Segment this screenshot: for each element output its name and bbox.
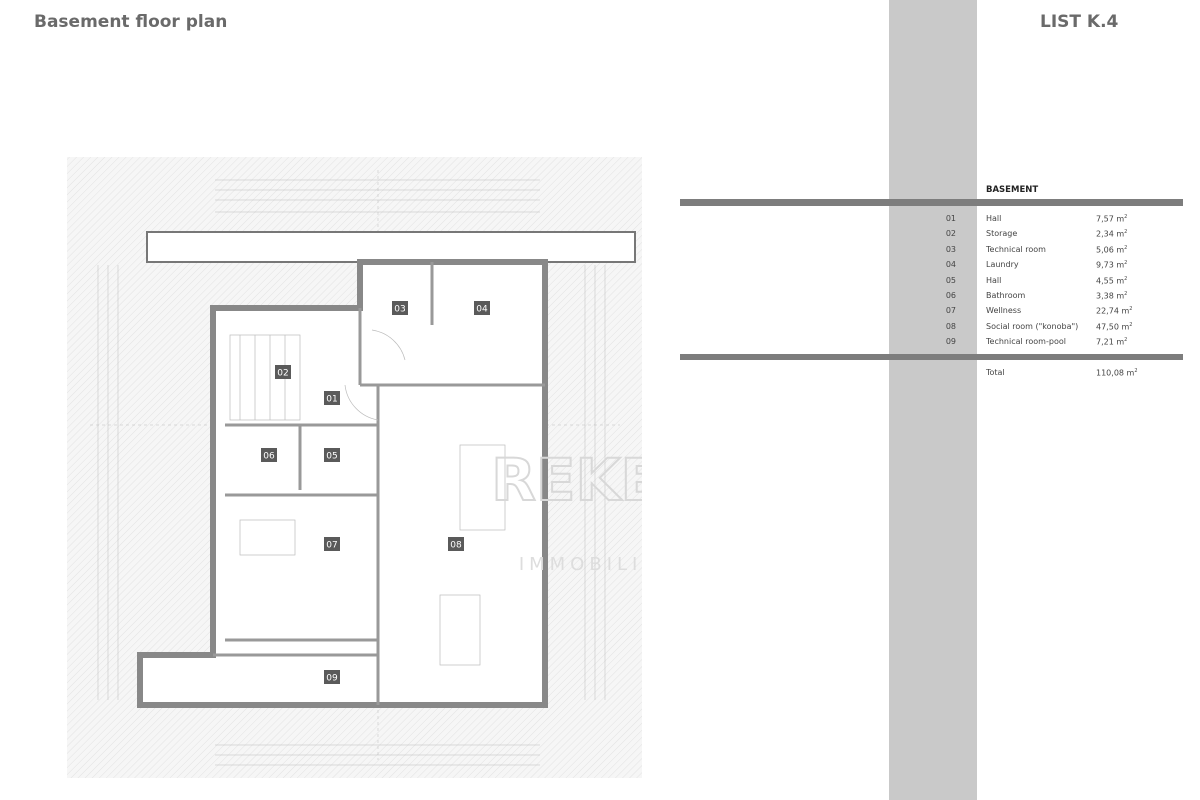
- room-label-bg: [392, 301, 408, 315]
- room-area: 3,38 m2: [1096, 291, 1128, 301]
- room-label: 06: [263, 452, 275, 462]
- table-row: 07 Wellness 22,74 m2: [900, 306, 1180, 320]
- table-row: 02 Storage 2,34 m2: [900, 229, 1180, 243]
- top-slab: [146, 231, 636, 263]
- room-area: 9,73 m2: [1096, 260, 1128, 270]
- room-name: Hall: [986, 214, 1002, 223]
- room-label-bg: [324, 537, 340, 551]
- room-label: 08: [450, 541, 462, 551]
- room-label: 09: [326, 674, 338, 684]
- room-label: 04: [476, 305, 488, 315]
- room-label-bg: [324, 391, 340, 405]
- watermark-subtext: IMMOBILIEN: [519, 554, 642, 575]
- fixtures: [229, 329, 506, 666]
- room-number: 01: [945, 214, 956, 223]
- interior-walls: [213, 262, 545, 705]
- room-name: Storage: [986, 229, 1018, 239]
- table-top-bar: [680, 199, 1183, 206]
- room-label-bg: [474, 301, 490, 315]
- room-name: Technical room: [986, 244, 1046, 254]
- room-label-bg: [275, 365, 291, 379]
- room-area: 5,06 m2: [1096, 244, 1128, 255]
- page-title: Basement floor plan: [34, 12, 228, 32]
- table-row: 09 Technical room-pool 7,21 m2: [900, 337, 1180, 351]
- gray-column: [889, 0, 977, 800]
- room-number: 07: [945, 306, 956, 316]
- outer-walls: [137, 259, 548, 708]
- total-label: Total: [986, 368, 1005, 377]
- room-area: 22,74 m2: [1096, 306, 1133, 317]
- table-row: 05 Hall 4,55 m2: [900, 276, 1180, 290]
- table-row: 03 Technical room 5,06 m2: [900, 245, 1180, 259]
- room-number: 05: [945, 275, 956, 285]
- room-area: 7,21 m2: [1096, 337, 1128, 347]
- table-row: 01 Hall 7,57 m2: [900, 214, 1180, 228]
- room-area: 4,55 m2: [1096, 275, 1128, 286]
- room-name: Wellness: [986, 306, 1022, 316]
- room-name: Laundry: [986, 260, 1019, 270]
- room-label: 03: [394, 305, 405, 315]
- sheet-number: LIST K.4: [1040, 12, 1119, 32]
- room-label-bg: [261, 448, 277, 462]
- room-number: 08: [945, 321, 956, 331]
- room-label-bg: [448, 537, 464, 551]
- room-labels: 01 02 03 04 05 06 07 08 09: [261, 301, 490, 684]
- table-heading: BASEMENT: [986, 185, 1039, 195]
- room-label: 07: [326, 541, 337, 551]
- room-label: 02: [277, 369, 288, 379]
- table-row: 04 Laundry 9,73 m2: [900, 260, 1180, 274]
- room-area: 47,50 m2: [1096, 321, 1133, 332]
- floor-plan: REKER IMMOBILIEN 01 02 03 04 05 06 07 08 09: [67, 157, 642, 778]
- room-label: 01: [326, 395, 337, 405]
- room-number: 02: [945, 229, 956, 239]
- room-number: 06: [945, 291, 956, 300]
- total-row: Total 110,08 m2: [900, 368, 1180, 382]
- room-name: Bathroom: [986, 291, 1026, 300]
- room-number: 09: [945, 337, 956, 347]
- room-name: Technical room-pool: [986, 337, 1066, 347]
- table-row: 06 Bathroom 3,38 m2: [900, 291, 1180, 305]
- room-area: 2,34 m2: [1096, 229, 1128, 240]
- table-row: 08 Social room ("konoba") 47,50 m2: [900, 322, 1180, 336]
- total-area: 110,08 m2: [1096, 368, 1138, 378]
- room-label: 05: [326, 452, 337, 462]
- room-name: Social room ("konoba"): [986, 321, 1079, 331]
- watermark-logo: REKER: [491, 446, 642, 514]
- room-label-bg: [324, 670, 340, 684]
- room-name: Hall: [986, 275, 1002, 285]
- room-number: 03: [945, 244, 956, 254]
- room-label-bg: [324, 448, 340, 462]
- room-area: 7,57 m2: [1096, 214, 1128, 224]
- table-bottom-bar: [680, 354, 1183, 360]
- room-number: 04: [945, 260, 956, 270]
